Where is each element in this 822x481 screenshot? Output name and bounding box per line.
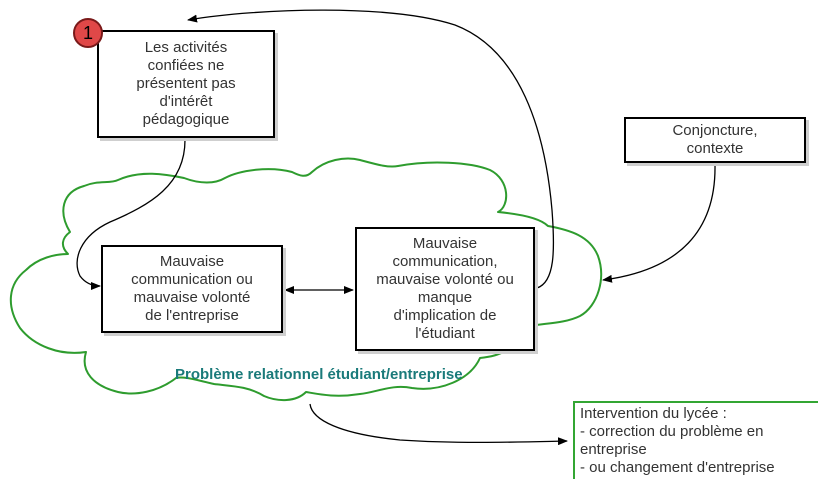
problem-cloud-outline	[9, 157, 603, 402]
context-node: Conjoncture, contexte	[624, 117, 806, 163]
badge-number: 1	[82, 22, 93, 43]
student-to-activities-connector	[187, 9, 555, 289]
company-node-text: Mauvaise communication ou mauvaise volon…	[131, 253, 253, 324]
context-to-cloud-connector	[602, 164, 716, 283]
activities-to-company-connector	[76, 139, 186, 290]
student-node: Mauvaise communication, mauvaise volonté…	[355, 227, 535, 351]
student-node-text: Mauvaise communication, mauvaise volonté…	[376, 235, 514, 342]
activities-node: Les activités confiées ne présentent pas…	[97, 30, 275, 138]
activities-node-text: Les activités confiées ne présentent pas…	[136, 39, 236, 128]
intervention-note: Intervention du lycée : - correction du …	[573, 401, 818, 479]
cloud-to-intervention-connector	[309, 403, 568, 446]
cloud-label: Problème relationnel étudiant/entreprise	[175, 366, 463, 383]
priority-1-icon: 1	[73, 18, 103, 48]
context-node-text: Conjoncture, contexte	[672, 122, 758, 157]
company-node: Mauvaise communication ou mauvaise volon…	[101, 245, 283, 333]
